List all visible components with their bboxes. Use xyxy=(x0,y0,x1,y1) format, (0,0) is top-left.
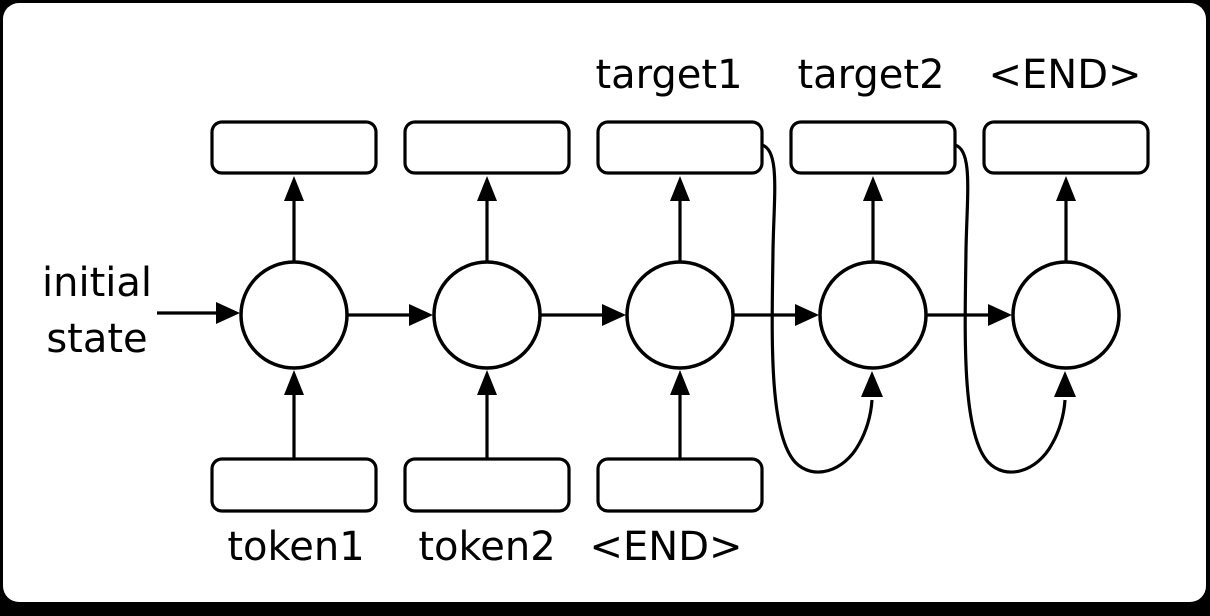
bottom-label-token2: token2 xyxy=(418,524,556,570)
output-arrow-icons xyxy=(284,176,1076,262)
top-label-end: <END> xyxy=(988,52,1142,98)
input-arrow-icons xyxy=(284,370,690,459)
feedback-curve-2 xyxy=(954,143,1067,474)
state-arrow-icons xyxy=(347,304,1012,326)
output-box-3 xyxy=(596,120,764,175)
initial-state-arrow-icon xyxy=(157,302,240,324)
initial-state-label: initial state xyxy=(42,260,152,362)
top-label-target2: target2 xyxy=(797,52,945,98)
output-box-2 xyxy=(403,120,571,175)
feedback-curve-icons xyxy=(761,143,1076,474)
top-label-target1: target1 xyxy=(595,52,743,98)
feedback-curve-1 xyxy=(761,143,874,474)
output-box-5 xyxy=(982,120,1150,175)
diagram-frame xyxy=(3,3,1206,602)
output-box-4 xyxy=(789,120,957,175)
bottom-label-token1: token1 xyxy=(227,524,365,570)
output-boxes xyxy=(210,120,1150,175)
bottom-label-end: <END> xyxy=(589,524,743,570)
output-box-1 xyxy=(210,120,378,175)
